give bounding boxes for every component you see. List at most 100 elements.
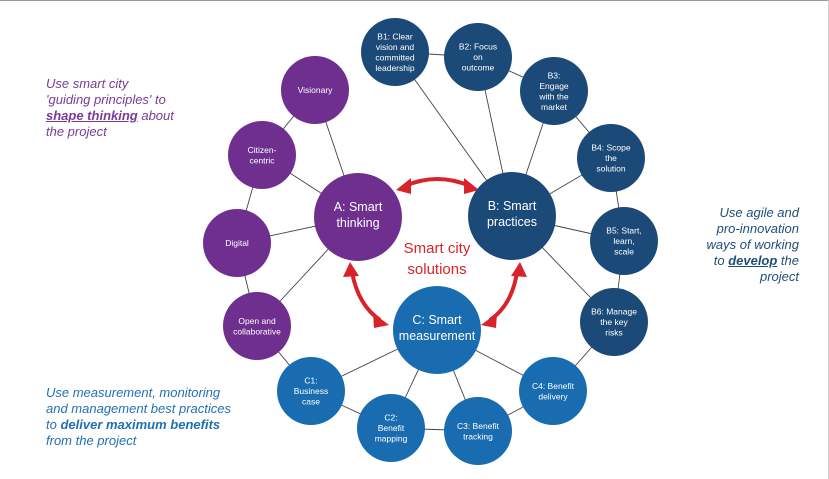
node-label: C2: (384, 413, 397, 423)
hub-c-line2: measurement (399, 329, 476, 343)
node-label: Business (294, 386, 329, 396)
node-label: C1: (304, 376, 317, 386)
a-node-3[interactable]: Digital (203, 209, 271, 277)
node-circle (223, 292, 291, 360)
node-label: leadership (375, 63, 414, 73)
arrow-a-b (404, 177, 471, 188)
top-border (0, 0, 829, 1)
note-b-pre: to (713, 253, 729, 268)
note-b-after: the (777, 253, 799, 268)
note-a-line3: shape thinking about (46, 108, 246, 124)
note-b-line4: to develop the (639, 253, 799, 269)
note-c-pre: to (46, 417, 61, 432)
node-label: on (473, 52, 483, 62)
b-node-5[interactable]: B5: Start,learn,scale (590, 207, 658, 275)
node-label: with the (538, 91, 569, 101)
hub-a-line1: A: Smart (334, 200, 383, 214)
arrow-a-c (350, 271, 382, 322)
note-a-line1: Use smart city (46, 76, 129, 91)
node-circle (577, 124, 645, 192)
node-label: Benefit (378, 423, 405, 433)
hub-a-line2: thinking (336, 216, 379, 230)
node-circle (361, 18, 429, 86)
node-label: market (541, 102, 568, 112)
note-b-line2: pro-innovation (716, 221, 799, 236)
node-circle (519, 357, 587, 425)
arrow-heads (343, 178, 527, 328)
node-circle (277, 357, 345, 425)
note-a-line2: 'guiding principles' to (46, 92, 166, 107)
note-smart-practices: Use agile and pro-innovation ways of wor… (639, 205, 799, 285)
node-label: B2: Focus (459, 42, 497, 52)
note-b-line1: Use agile and (719, 205, 800, 220)
node-label: B5: Start, (606, 226, 641, 236)
node-label: B6: Manage (591, 307, 637, 317)
center-label-line1: Smart city (404, 240, 471, 257)
node-circle (580, 288, 648, 356)
a-node-2[interactable]: Citizen-centric (228, 121, 296, 189)
node-label: delivery (538, 391, 568, 401)
note-a-emphasis: shape thinking (46, 108, 138, 123)
note-c-line4: from the project (46, 433, 137, 448)
node-circle (203, 209, 271, 277)
node-label: case (302, 397, 320, 407)
node-label: the key (600, 317, 628, 327)
node-label: centric (249, 155, 275, 165)
node-label: B4: Scope (591, 143, 630, 153)
node-label: outcome (462, 63, 495, 73)
node-label: solution (596, 164, 626, 174)
note-c-line3: to deliver maximum benefits (46, 417, 286, 433)
note-a-line4: the project (46, 124, 107, 139)
hub-a[interactable]: A: Smart thinking (314, 173, 402, 261)
note-c-emphasis: deliver maximum benefits (60, 417, 221, 432)
node-circle (281, 56, 349, 124)
center-label-line2: solutions (407, 261, 466, 278)
node-label: Engage (539, 81, 569, 91)
hub-b-line2: practices (487, 215, 537, 229)
node-circle (444, 397, 512, 465)
node-label: B3: (548, 70, 561, 80)
note-b-emphasis: develop (728, 253, 778, 268)
arrow-b-c (488, 271, 519, 322)
hub-b-line1: B: Smart (488, 199, 537, 213)
hub-c[interactable]: C: Smart measurement (393, 286, 481, 374)
node-label: C4: Benefit (532, 381, 575, 391)
a-node-1[interactable]: Visionary (281, 56, 349, 124)
hub-b[interactable]: B: Smart practices (468, 172, 556, 260)
note-a-after: about (137, 108, 174, 123)
node-label: risks (605, 328, 622, 338)
node-circle (520, 57, 588, 125)
note-b-line3: ways of working (706, 237, 799, 252)
node-label: the (605, 153, 617, 163)
node-label: Digital (225, 238, 249, 248)
node-label: committed (375, 52, 414, 62)
node-label: scale (614, 247, 634, 257)
note-c-line1: Use measurement, monitoring (46, 385, 221, 400)
node-label: Visionary (298, 85, 334, 95)
note-smart-measurement: Use measurement, monitoring and manageme… (46, 385, 286, 449)
node-label: Citizen- (248, 145, 277, 155)
node-circle (357, 394, 425, 462)
node-label: collaborative (233, 326, 281, 336)
node-label: learn, (613, 236, 634, 246)
node-label: B1: Clear (377, 31, 413, 41)
node-label: C3: Benefit (457, 421, 500, 431)
hub-c-line1: C: Smart (412, 313, 462, 327)
node-label: mapping (375, 434, 408, 444)
node-circle (228, 121, 296, 189)
node-circle (444, 23, 512, 91)
node-label: Open and (238, 316, 276, 326)
note-b-line5: project (759, 269, 799, 284)
